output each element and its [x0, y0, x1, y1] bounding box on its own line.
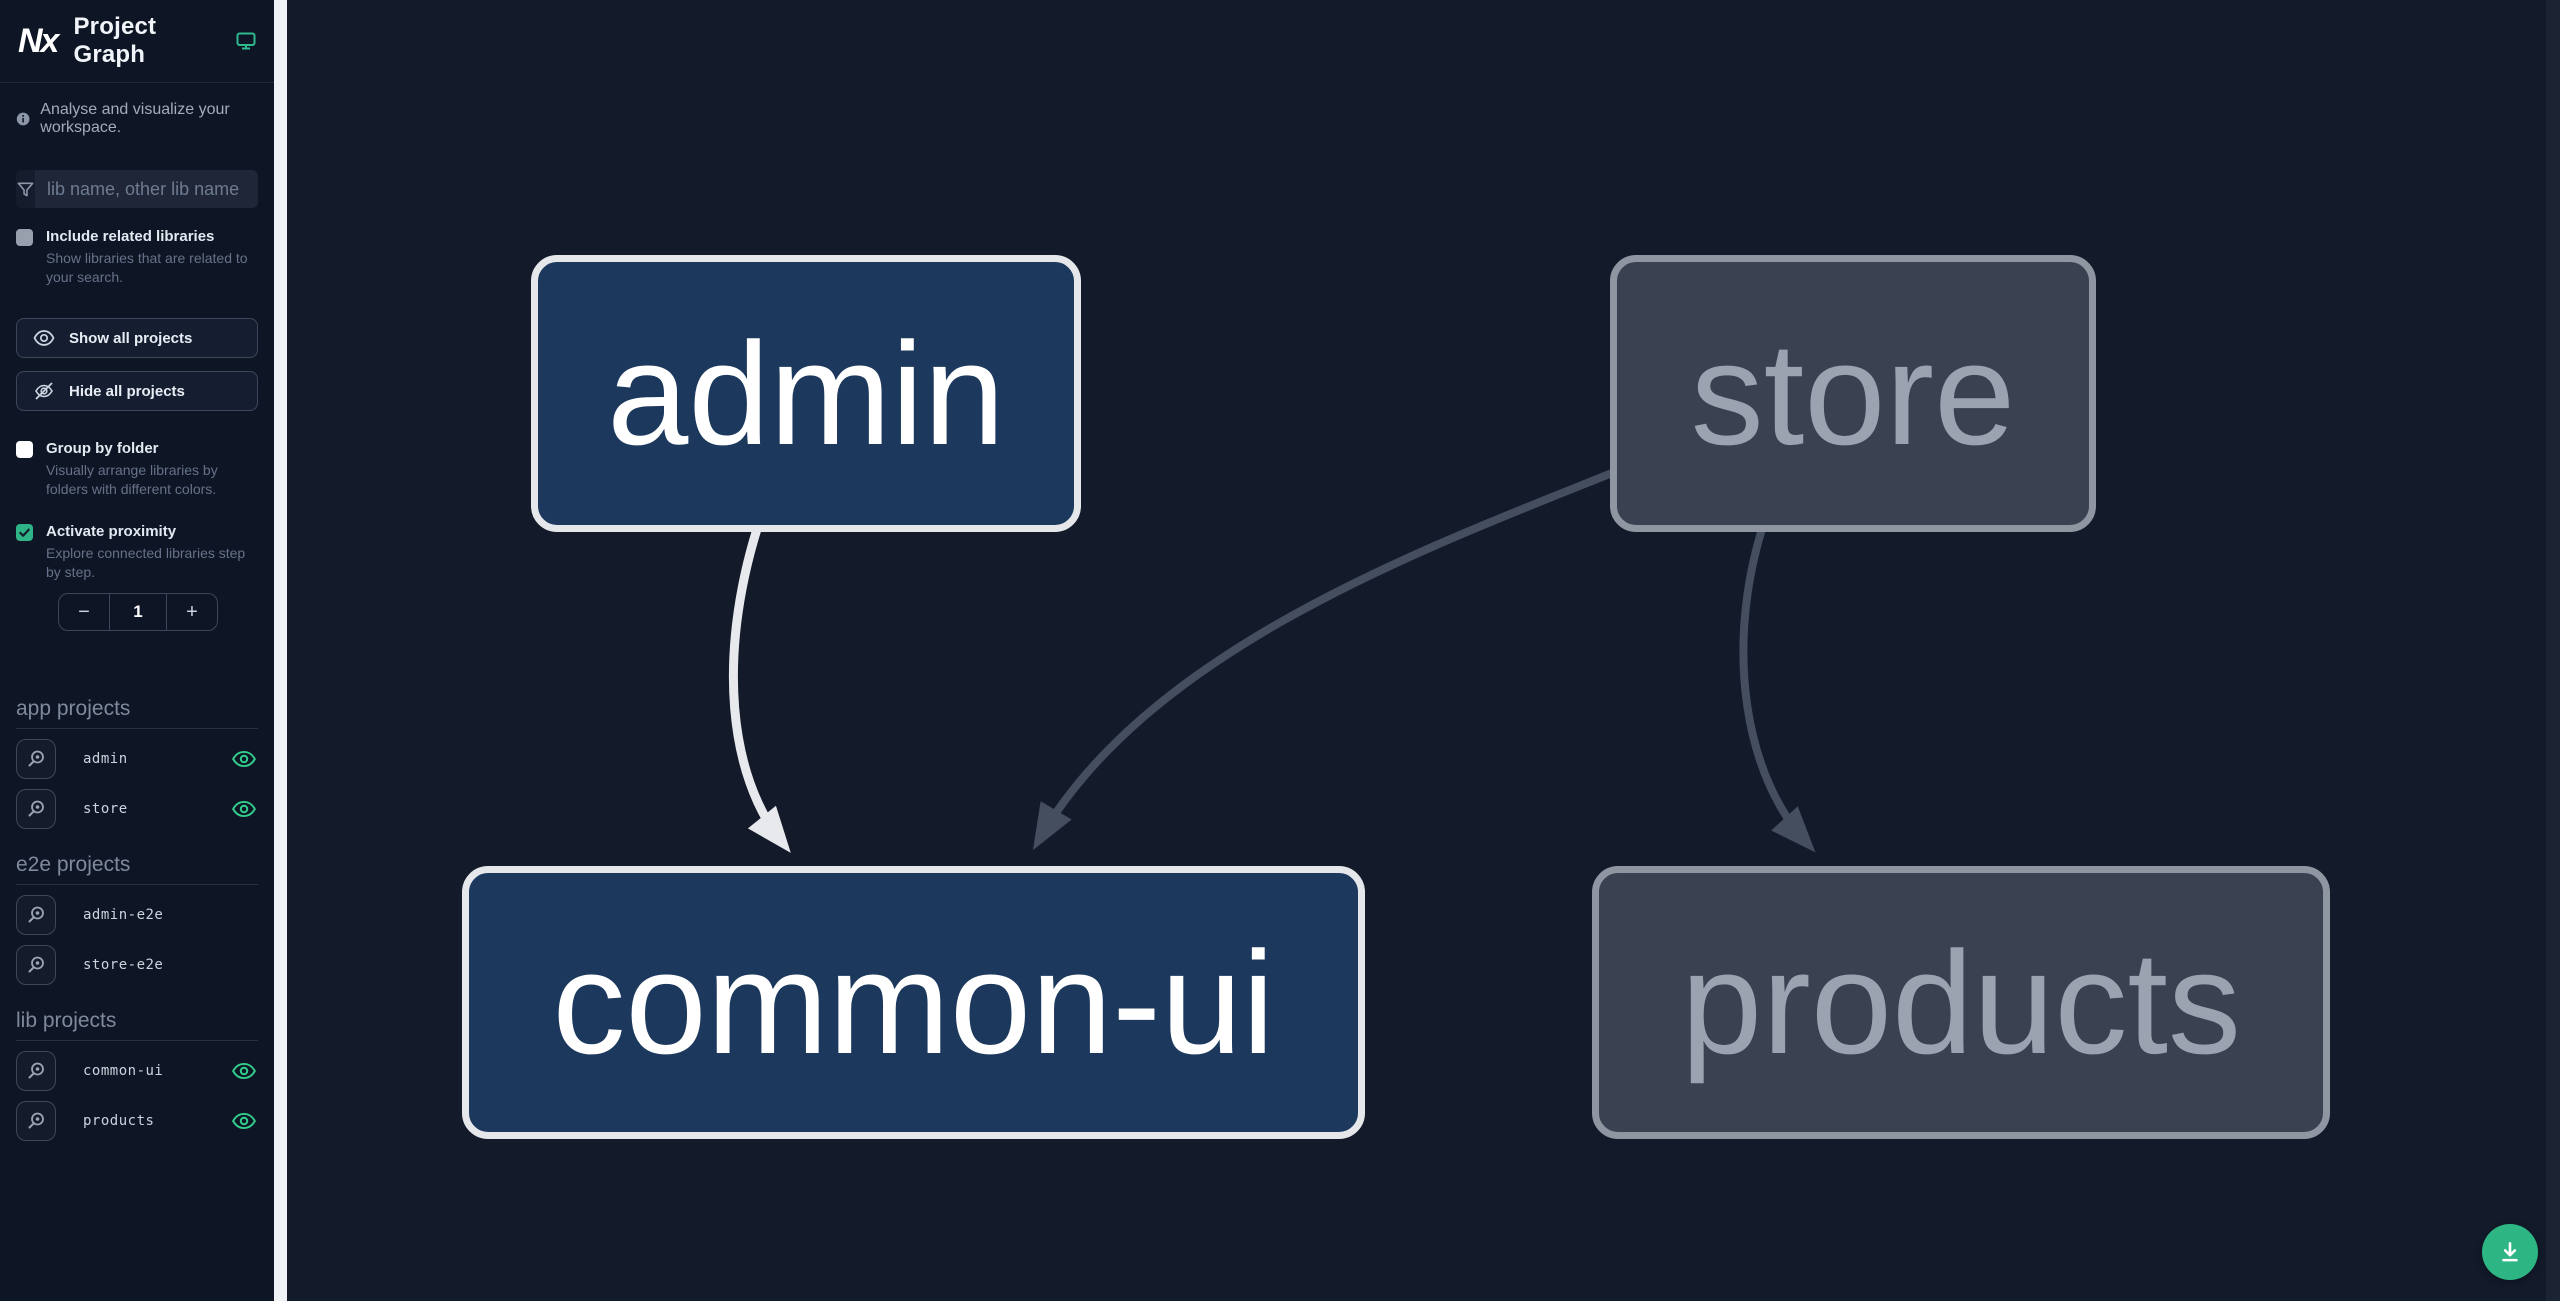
focus-icon [28, 906, 44, 923]
graph-node-admin[interactable]: admin [531, 255, 1081, 532]
eye-off-icon [35, 382, 53, 400]
app-title: Project Graph [73, 13, 157, 68]
visibility-eye-icon[interactable] [231, 1110, 257, 1132]
edge-admin-to-common-ui [728, 527, 791, 853]
group-by-folder-checkbox[interactable] [16, 441, 33, 458]
focus-icon [28, 1112, 44, 1129]
graph-node-common-ui[interactable]: common-ui [462, 866, 1365, 1139]
tagline-row: Analyse and visualize your workspace. [16, 101, 258, 137]
focus-button[interactable] [16, 895, 56, 935]
project-name[interactable]: products [83, 1113, 155, 1129]
focus-button[interactable] [16, 945, 56, 985]
group-by-folder-description: Visually arrange libraries by folders wi… [46, 462, 218, 497]
graph-node-label: products [1681, 920, 2241, 1084]
section-header-e2e-projects: e2e projects [16, 853, 258, 885]
hide-all-projects-label: Hide all projects [69, 382, 185, 400]
include-related-row: Include related libraries Show libraries… [16, 227, 258, 287]
visibility-eye-icon[interactable] [231, 1060, 257, 1082]
project-row-common-ui: common-ui [16, 1051, 258, 1091]
project-name[interactable]: store [83, 801, 128, 817]
project-name[interactable]: admin-e2e [83, 907, 164, 923]
hide-all-projects-button[interactable]: Hide all projects [16, 371, 258, 411]
include-related-label: Include related libraries [46, 228, 215, 245]
activate-proximity-checkbox[interactable] [16, 524, 33, 541]
include-related-checkbox[interactable] [16, 229, 33, 246]
project-name[interactable]: admin [83, 751, 128, 767]
project-row-admin: admin [16, 739, 258, 779]
graph-node-label: admin [607, 311, 1005, 475]
tagline-text: Analyse and visualize your workspace. [40, 101, 230, 136]
filter-box [16, 170, 258, 208]
funnel-icon [16, 170, 35, 208]
activate-proximity-row: Activate proximity Explore connected lib… [16, 522, 258, 582]
download-icon [2502, 1242, 2518, 1262]
edge-store-to-common-ui [1032, 469, 1614, 851]
proximity-value: 1 [109, 594, 167, 630]
visibility-eye-icon[interactable] [231, 798, 257, 820]
visibility-eye-icon[interactable] [231, 748, 257, 770]
focus-icon [28, 1062, 44, 1079]
section-header-lib-projects: lib projects [16, 1009, 258, 1041]
graph-node-products[interactable]: products [1592, 866, 2330, 1139]
scrollbar-track[interactable] [2546, 0, 2560, 1301]
sidebar-header: Nx Project Graph [0, 0, 274, 83]
project-name[interactable]: common-ui [83, 1063, 164, 1079]
info-icon [16, 112, 30, 126]
show-all-projects-label: Show all projects [69, 329, 193, 347]
focus-button[interactable] [16, 1051, 56, 1091]
activate-proximity-label: Activate proximity [46, 523, 177, 540]
focus-button[interactable] [16, 789, 56, 829]
group-by-folder-row: Group by folder Visually arrange librari… [16, 439, 258, 499]
graph-node-label: common-ui [552, 920, 1275, 1084]
group-by-folder-label: Group by folder [46, 440, 159, 457]
proximity-stepper: − 1 + [58, 593, 218, 631]
sidebar-resizer[interactable] [274, 0, 287, 1301]
focus-icon [28, 800, 44, 817]
monitor-icon[interactable] [236, 31, 256, 51]
project-row-store-e2e: store-e2e [16, 945, 258, 985]
focus-icon [28, 956, 44, 973]
proximity-increment-button[interactable]: + [167, 594, 217, 630]
proximity-decrement-button[interactable]: − [59, 594, 109, 630]
include-related-description: Show libraries that are related to your … [46, 250, 248, 285]
show-all-projects-button[interactable]: Show all projects [16, 318, 258, 358]
filter-input[interactable] [35, 170, 258, 208]
project-name[interactable]: store-e2e [83, 957, 164, 973]
nx-logo: Nx [18, 21, 59, 60]
graph-node-store[interactable]: store [1610, 255, 2096, 532]
focus-icon [28, 750, 44, 767]
focus-button[interactable] [16, 739, 56, 779]
sidebar: Nx Project Graph Analyse and visualize y… [0, 0, 274, 1301]
activate-proximity-description: Explore connected libraries step by step… [46, 545, 246, 580]
focus-button[interactable] [16, 1101, 56, 1141]
section-header-app-projects: app projects [16, 697, 258, 729]
edge-store-to-products [1739, 527, 1816, 853]
project-row-admin-e2e: admin-e2e [16, 895, 258, 935]
eye-icon [33, 330, 55, 346]
graph-node-label: store [1690, 311, 2016, 475]
project-row-store: store [16, 789, 258, 829]
project-row-products: products [16, 1101, 258, 1141]
check-icon [19, 528, 30, 537]
download-graph-button[interactable] [2482, 1224, 2538, 1280]
